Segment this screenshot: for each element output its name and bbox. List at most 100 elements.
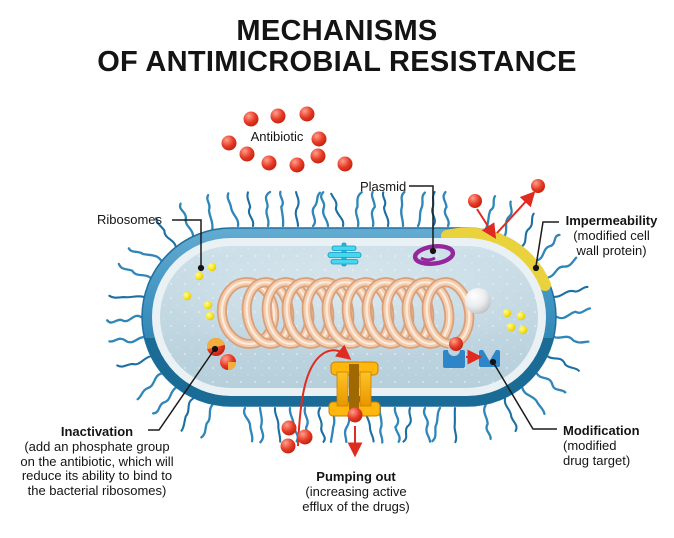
antibiotic-dot-icon	[347, 407, 363, 423]
modification-heading: Modification	[563, 423, 640, 438]
flagellum-icon	[180, 397, 195, 432]
modification-connector	[492, 361, 557, 430]
pumping-out-desc-2: efflux of the drugs)	[302, 498, 410, 514]
modification-desc-2: drug target)	[563, 452, 631, 468]
flagellum-icon	[381, 191, 390, 228]
flagellum-icon	[484, 195, 497, 231]
flagellum-icon	[311, 191, 322, 228]
flagellum-icon	[117, 262, 152, 279]
flagellum-icon	[546, 256, 578, 279]
inactivation-heading: Inactivation	[60, 424, 134, 439]
plasmid-connector	[409, 185, 434, 249]
antibiotic-dot-icon	[297, 429, 313, 445]
label-pumping-out: Pumping out (increasing active efflux of…	[281, 469, 431, 514]
flagellum-icon	[294, 190, 300, 228]
impermeability-connector	[535, 221, 559, 267]
flagellum-icon	[206, 194, 214, 231]
antibiotic-dot-icon	[310, 148, 326, 164]
label-plasmid: Plasmid	[360, 179, 407, 194]
antibiotic-dot-icon	[239, 146, 255, 162]
efflux-pump-icon	[328, 361, 381, 417]
label-connectors	[148, 185, 559, 431]
antibiotic-dot-icon	[270, 108, 286, 124]
flagellum-icon	[108, 336, 145, 344]
inactivated-antibiotic-icon	[207, 338, 236, 370]
flagellum-icon	[416, 191, 427, 228]
impermeability-desc-2: wall protein)	[576, 242, 647, 258]
dna-loop	[405, 281, 451, 345]
modification-desc-1: (modified	[563, 437, 617, 453]
ribosome-dot-icon	[502, 308, 512, 318]
page-title: MECHANISMS OF ANTIMICROBIAL RESISTANCE	[0, 16, 674, 78]
ribosome-dot-icon	[182, 291, 192, 301]
antibiotic-dot-icon	[281, 420, 297, 436]
inactivation-desc-3: reduce its ability to bind to	[21, 468, 173, 484]
antibiotic-dot-icon	[221, 135, 237, 151]
impermeability-band-icon	[441, 227, 551, 291]
flagellum-icon	[442, 190, 450, 228]
flagellum-icon	[317, 406, 326, 443]
title-line-2: OF ANTIMICROBIAL RESISTANCE	[97, 46, 577, 78]
flagellum-icon	[402, 406, 412, 443]
flagellum-icon	[503, 397, 518, 433]
flagellum-icon	[354, 191, 363, 228]
flagellum-icon	[521, 386, 546, 416]
title-line-1: MECHANISMS	[236, 15, 438, 47]
label-antibiotic: Antibiotic	[250, 129, 304, 144]
ribosome-dot-icon	[518, 325, 528, 335]
flagellum-icon	[400, 190, 406, 228]
ribosome-dot-icon	[516, 311, 526, 321]
antibiotic-dot-icon	[299, 106, 315, 122]
flagellum-icon	[319, 191, 330, 228]
flagellum-icon	[127, 247, 163, 262]
flagellum-icon	[136, 372, 163, 401]
label-modification: Modification (modified drug target)	[563, 423, 640, 468]
flagellum-icon	[393, 406, 401, 443]
inactivation-connector	[148, 349, 215, 431]
inactivation-desc-2: on the antibiotic, which will	[20, 453, 174, 469]
flagellum-icon	[178, 202, 195, 237]
cyan-stack-icon	[327, 242, 362, 267]
flagellum-icon	[503, 200, 513, 237]
antibiotic-dot-icon	[280, 438, 296, 454]
ribosomes-connector	[172, 219, 202, 265]
antibiotic-dot-icon	[261, 155, 277, 171]
flagellum-icon	[535, 372, 567, 394]
flagellum-icon	[330, 192, 345, 228]
ribosome-dots	[182, 262, 528, 335]
antibiotic-dot-icon	[289, 157, 305, 173]
label-inactivation: Inactivation (add an phosphate group on …	[3, 424, 191, 499]
flagellum-icon	[108, 294, 145, 299]
pumping-out-desc-1: (increasing active	[305, 483, 407, 499]
flagellum-icon	[535, 233, 561, 262]
flagellum-icon	[200, 403, 214, 439]
antibiotic-dot-icon	[531, 179, 545, 193]
flagellum-icon	[546, 355, 580, 372]
flagellum-icon	[521, 212, 535, 248]
flagellum-icon	[105, 314, 143, 324]
efflux-arrow	[297, 344, 352, 447]
ribosome-dot-icon	[203, 300, 213, 310]
flagellum-icon	[273, 406, 282, 443]
inactivation-desc-1: (add an phosphate group	[24, 438, 170, 454]
flagellum-icon	[246, 191, 255, 228]
flagellum-icon	[483, 403, 492, 441]
flagellum-icon	[242, 406, 254, 443]
flagellum-icon	[431, 406, 442, 443]
flagellum-icon	[151, 386, 177, 415]
flagellum-icon	[154, 217, 177, 248]
antibiotic-dot-icon	[337, 156, 353, 172]
flagellum-icon	[264, 190, 272, 228]
dna-coil-icon	[216, 277, 475, 349]
pumping-out-group	[280, 344, 363, 458]
flagellum-icon	[553, 335, 590, 344]
flagellum-icon	[370, 190, 376, 228]
antibiotic-dot-icon	[311, 131, 327, 147]
bounce-in-arrow	[476, 208, 497, 239]
inactivation-desc-4: the bacterial ribosomes)	[27, 483, 167, 499]
antibiotic-dot-icon	[449, 337, 463, 351]
flagellum-icon	[553, 285, 589, 298]
antibiotic-dot-icon	[243, 111, 259, 127]
label-impermeability: Impermeability (modified cell wall prote…	[549, 213, 674, 258]
